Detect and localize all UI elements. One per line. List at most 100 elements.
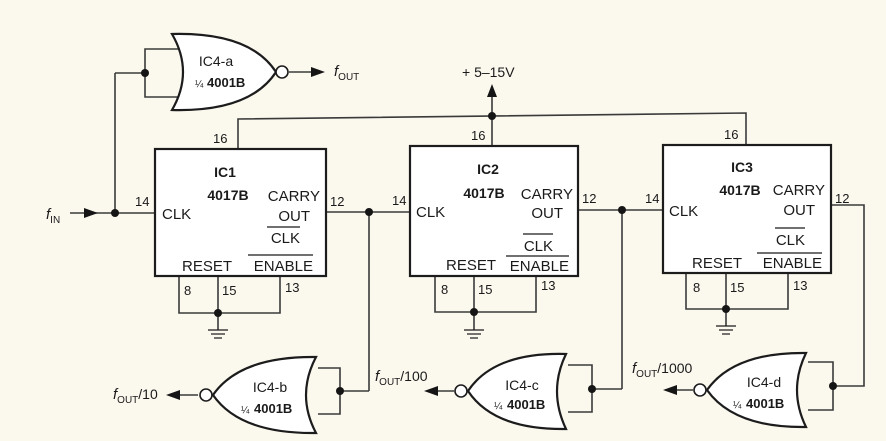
ic4b-name: IC4-b — [253, 379, 287, 395]
nor-gate-ic4d: IC4-d ¼ 4001B — [693, 351, 808, 429]
nor-gate-icon — [211, 355, 318, 435]
junction-dot — [336, 387, 344, 395]
ic3-out-label: OUT — [783, 202, 815, 219]
ic4a-part: 4001B — [207, 75, 245, 90]
ic4d-output-label: fOUT/1000 — [632, 360, 693, 380]
ic1-pin-carry: 12 — [330, 194, 344, 209]
ic3-pin-clk: 14 — [645, 191, 659, 206]
ic2-pin-vdd: 16 — [471, 128, 485, 143]
ic3-clk-label: CLK — [669, 203, 698, 220]
output-label-main: f — [375, 368, 381, 385]
inverter-bubble-icon — [693, 383, 707, 397]
junction-dot — [470, 308, 478, 316]
ground-symbols — [208, 325, 736, 339]
ic2-carry-label: CARRY — [521, 186, 573, 203]
ic4d-name: IC4-d — [747, 374, 781, 390]
output-label-suffix: /10 — [138, 386, 158, 402]
ic2-reset-label: RESET — [446, 257, 496, 274]
ic3-pin-carry: 12 — [835, 191, 849, 206]
ic3-name: IC3 — [731, 159, 753, 175]
junction-dot — [365, 208, 373, 216]
ic4a-fraction: ¼ — [195, 78, 204, 90]
junction-dot — [214, 309, 222, 317]
ic1-out-label: OUT — [278, 208, 310, 225]
ic2-pin-reset: 15 — [478, 282, 492, 297]
junction-dot — [111, 209, 119, 217]
nor-gate-icon — [705, 351, 808, 429]
output-arrow-icon — [311, 67, 325, 77]
nor-gate-ic4a: IC4-a ¼ 4001B — [170, 32, 289, 112]
nor-gate-icon — [466, 352, 568, 431]
inverter-bubble-icon — [199, 388, 213, 402]
ic4b-fraction: ¼ — [241, 404, 250, 416]
junction-dot — [829, 382, 837, 390]
ic3-carry-label: CARRY — [773, 182, 825, 199]
output-label-sub: OUT — [338, 72, 359, 83]
ground-icon — [464, 329, 484, 339]
output-label-suffix: /1000 — [657, 360, 692, 376]
input-label-sub: IN — [50, 215, 60, 226]
input-label: fIN — [46, 206, 60, 226]
ic3-enable-label: ENABLE — [763, 255, 822, 272]
ic4c-fraction: ¼ — [494, 400, 503, 412]
ic4c-name: IC4-c — [505, 377, 538, 393]
ic4d-part: 4001B — [746, 396, 784, 411]
ic3-pin-vdd: 16 — [724, 127, 738, 142]
output-label-sub: OUT — [117, 395, 138, 406]
output-label-sub: OUT — [636, 369, 657, 380]
ic1-carry-label: CARRY — [268, 188, 320, 205]
nor-gate-ic4c: IC4-c ¼ 4001B — [454, 352, 568, 431]
ic4a-output-label: fOUT — [334, 63, 359, 83]
ic3-ground-wire — [685, 273, 789, 310]
junction-dot — [722, 305, 730, 313]
ic3-pin-gnd: 8 — [693, 280, 700, 295]
supply-arrow-icon — [487, 84, 497, 97]
ic1-pin-gnd: 8 — [184, 283, 191, 298]
ic4c-output-label: fOUT/100 — [375, 368, 428, 388]
ground-icon — [208, 329, 228, 339]
ic3-pin-reset: 15 — [730, 280, 744, 295]
counter-ic3: IC3 4017B CLK CARRY OUT CLK ENABLE RESET… — [645, 127, 849, 295]
junction-dots — [111, 69, 837, 395]
ic2-part: 4017B — [463, 185, 504, 201]
ic3-body — [661, 143, 833, 275]
input-arrow-icon — [84, 208, 98, 218]
ic2-name: IC2 — [477, 161, 499, 177]
junction-dot — [141, 69, 149, 77]
ic1-part: 4017B — [207, 187, 248, 203]
ic1-ground-wire — [178, 276, 281, 314]
ic2-pin-carry: 12 — [582, 191, 596, 206]
junction-dot — [588, 385, 596, 393]
ic2-pin-clk: 14 — [392, 193, 406, 208]
ic1-enable-label: ENABLE — [254, 258, 313, 275]
ic4d-fraction: ¼ — [733, 399, 742, 411]
ic2-clk-enable-label: CLK — [524, 238, 553, 255]
ic1-pin-vdd: 16 — [213, 131, 227, 146]
ic4b-output-label: fOUT/10 — [113, 386, 158, 406]
ic1-reset-label: RESET — [182, 258, 232, 275]
output-arrow-icon — [663, 385, 677, 395]
output-label-sub: OUT — [379, 377, 400, 388]
input-label-main: f — [46, 206, 52, 223]
arrows — [84, 67, 677, 400]
ic4a-input-tie — [144, 48, 178, 98]
ic4b-part: 4001B — [254, 401, 292, 416]
counter-ic2: IC2 4017B CLK CARRY OUT CLK ENABLE RESET… — [392, 128, 596, 297]
ic2-clk-label: CLK — [416, 204, 445, 221]
ic1-pin-clk: 14 — [135, 194, 149, 209]
ic3-part: 4017B — [719, 182, 760, 198]
ic3-pin-enable: 13 — [793, 278, 807, 293]
inverter-bubble-icon — [454, 384, 468, 398]
ic3-reset-label: RESET — [692, 255, 742, 272]
ic2-body — [408, 144, 580, 278]
output-arrow-icon — [166, 390, 180, 400]
nor-gate-ic4b: IC4-b ¼ 4001B — [199, 355, 318, 435]
ic1-name: IC1 — [214, 164, 236, 180]
junction-dot — [618, 206, 626, 214]
ic1-clk-label: CLK — [162, 206, 191, 223]
output-label-suffix: /100 — [400, 368, 427, 384]
ic2-out-label: OUT — [531, 205, 563, 222]
output-label-main: f — [113, 386, 119, 403]
ic4c-part: 4001B — [507, 397, 545, 412]
